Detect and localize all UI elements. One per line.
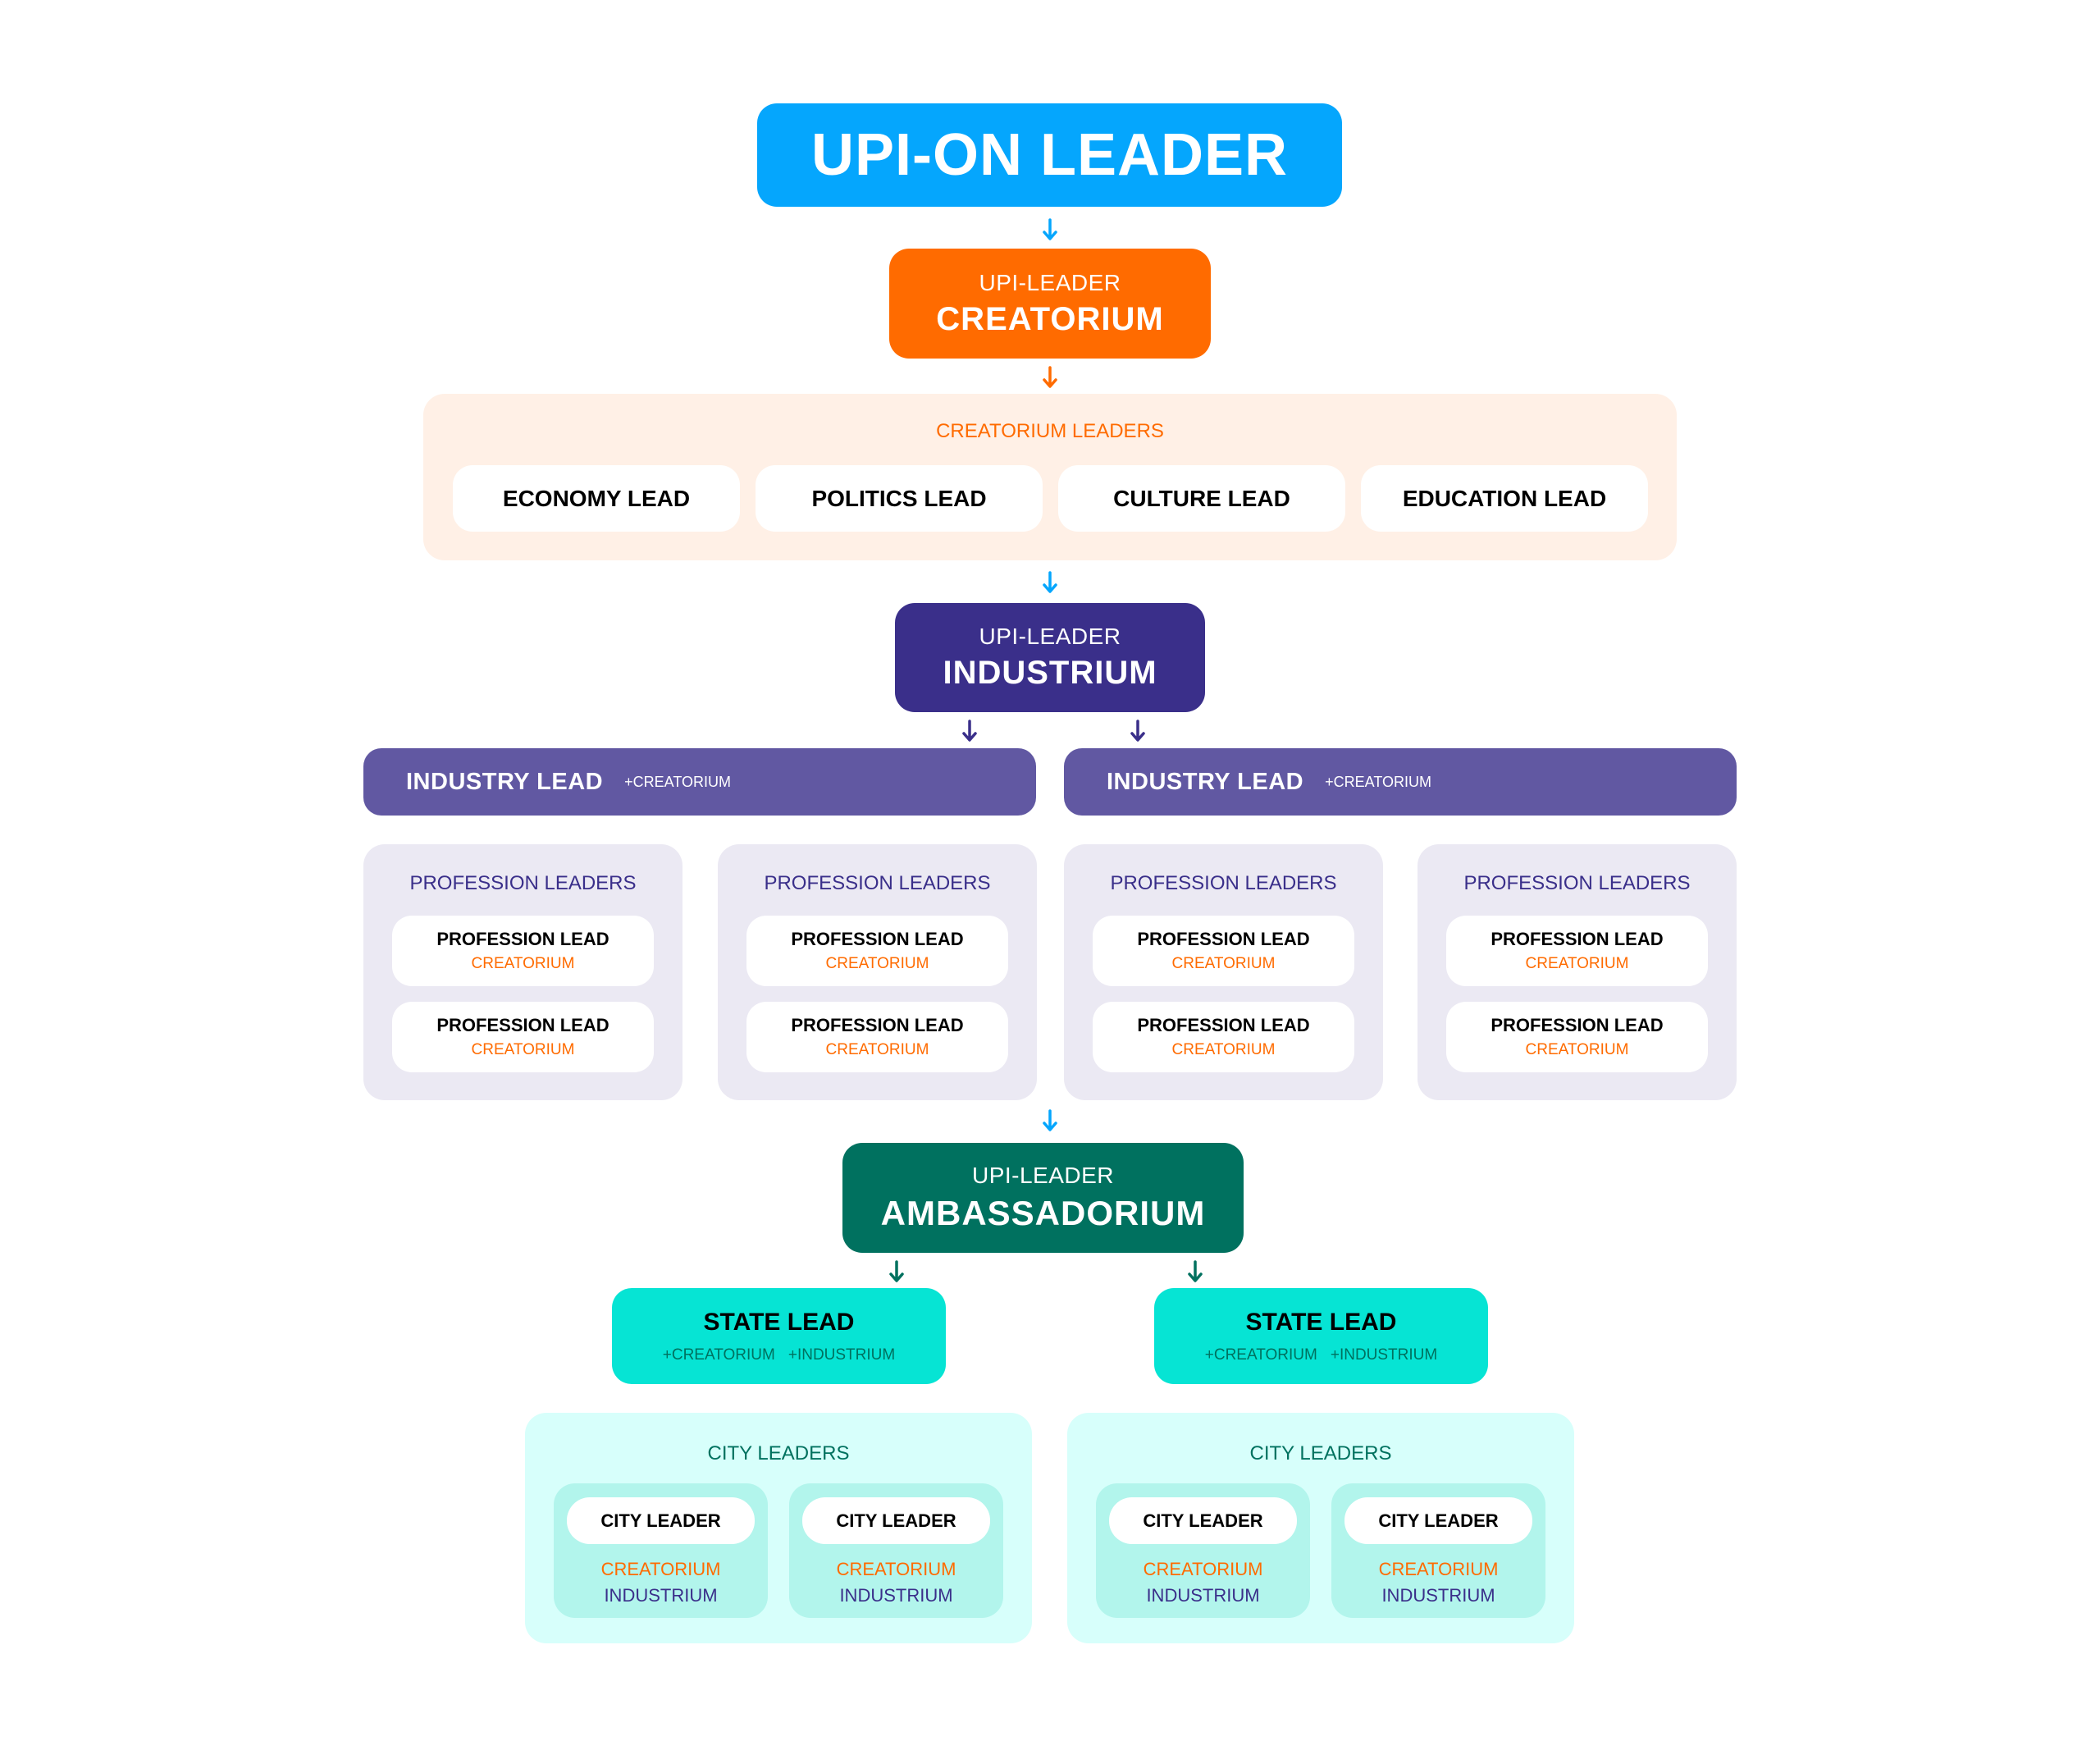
profession-lead-label: PROFESSION LEAD bbox=[1137, 929, 1310, 949]
arrow-down-icon bbox=[1043, 1109, 1057, 1131]
city-leader-creatorium-tag: CREATORIUM bbox=[1378, 1559, 1499, 1579]
profession-lead-tag: CREATORIUM bbox=[1525, 1041, 1629, 1058]
city-leader-card: CITY LEADER CREATORIUM INDUSTRIUM bbox=[789, 1483, 1003, 1618]
city-leader-industrium-tag: INDUSTRIUM bbox=[1146, 1585, 1260, 1606]
politics-lead-card: POLITICS LEAD bbox=[756, 465, 1043, 532]
city-leader-creatorium-tag: CREATORIUM bbox=[600, 1559, 721, 1579]
creatorium-title: CREATORIUM bbox=[936, 300, 1164, 337]
profession-leaders-panel: PROFESSION LEADERS PROFESSION LEAD CREAT… bbox=[718, 844, 1037, 1100]
economy-lead-label: ECONOMY LEAD bbox=[502, 485, 691, 511]
city-leader-creatorium-tag: CREATORIUM bbox=[1143, 1559, 1263, 1579]
creatorium-leaders-label: CREATORIUM LEADERS bbox=[936, 420, 1164, 442]
industrium-subtitle: UPI-LEADER bbox=[979, 624, 1121, 649]
state-lead-label: STATE LEAD bbox=[703, 1308, 855, 1336]
profession-lead-card: PROFESSION LEAD CREATORIUM bbox=[392, 1002, 654, 1072]
profession-lead-label: PROFESSION LEAD bbox=[436, 929, 609, 949]
city-leader-industrium-tag: INDUSTRIUM bbox=[1381, 1585, 1495, 1606]
ambassadorium-subtitle: UPI-LEADER bbox=[971, 1163, 1115, 1188]
profession-leaders-panel: PROFESSION LEADERS PROFESSION LEAD CREAT… bbox=[1064, 844, 1383, 1100]
city-leaders-panel: CITY LEADERS CITY LEADER CREATORIUM INDU… bbox=[1067, 1413, 1574, 1643]
profession-lead-label: PROFESSION LEAD bbox=[791, 1015, 964, 1035]
city-leader-label: CITY LEADER bbox=[567, 1497, 755, 1544]
profession-lead-label: PROFESSION LEAD bbox=[1491, 1015, 1664, 1035]
arrow-down-icon bbox=[962, 720, 977, 742]
state-lead-tag: +INDUSTRIUM bbox=[1330, 1346, 1438, 1364]
arrow-down-icon bbox=[1043, 218, 1057, 240]
arrow-down-icon bbox=[1130, 720, 1145, 742]
profession-lead-card: PROFESSION LEAD CREATORIUM bbox=[1093, 1002, 1354, 1072]
profession-lead-card: PROFESSION LEAD CREATORIUM bbox=[1446, 1002, 1708, 1072]
politics-lead-label: POLITICS LEAD bbox=[811, 485, 987, 511]
arrow-down-icon bbox=[1043, 571, 1057, 593]
ambassadorium-leader-box: UPI-LEADER AMBASSADORIUM bbox=[842, 1143, 1244, 1253]
profession-lead-label: PROFESSION LEAD bbox=[436, 1015, 609, 1035]
ambassadorium-title: AMBASSADORIUM bbox=[880, 1194, 1206, 1232]
industry-lead-bar: INDUSTRY LEAD +CREATORIUM bbox=[363, 748, 1036, 816]
profession-lead-label: PROFESSION LEAD bbox=[791, 929, 964, 949]
profession-lead-card: PROFESSION LEAD CREATORIUM bbox=[746, 916, 1008, 986]
city-leader-label: CITY LEADER bbox=[1344, 1497, 1532, 1544]
state-lead-box: STATE LEAD +CREATORIUM +INDUSTRIUM bbox=[1154, 1288, 1488, 1384]
state-lead-tags: +CREATORIUM +INDUSTRIUM bbox=[663, 1346, 895, 1364]
arrow-down-icon bbox=[889, 1260, 904, 1282]
city-leaders-label: CITY LEADERS bbox=[1249, 1442, 1392, 1464]
profession-lead-label: PROFESSION LEAD bbox=[1491, 929, 1664, 949]
industry-lead-tag: +CREATORIUM bbox=[1325, 773, 1431, 790]
industry-lead-label: INDUSTRY LEAD bbox=[406, 768, 604, 795]
profession-lead-card: PROFESSION LEAD CREATORIUM bbox=[392, 916, 654, 986]
industry-lead-tag: +CREATORIUM bbox=[624, 773, 731, 790]
profession-leaders-label: PROFESSION LEADERS bbox=[1463, 872, 1691, 894]
state-lead-tag: +INDUSTRIUM bbox=[788, 1346, 896, 1364]
state-lead-box: STATE LEAD +CREATORIUM +INDUSTRIUM bbox=[612, 1288, 946, 1384]
city-leader-industrium-tag: INDUSTRIUM bbox=[604, 1585, 718, 1606]
creatorium-leader-box: UPI-LEADER CREATORIUM bbox=[889, 249, 1211, 359]
industrium-leader-box: UPI-LEADER INDUSTRIUM bbox=[895, 603, 1205, 712]
city-leader-label: CITY LEADER bbox=[1109, 1497, 1297, 1544]
profession-lead-tag: CREATORIUM bbox=[471, 1041, 575, 1058]
upi-on-leader-box: UPI-ON LEADER bbox=[757, 103, 1342, 207]
city-leader-card: CITY LEADER CREATORIUM INDUSTRIUM bbox=[1096, 1483, 1310, 1618]
state-lead-tag: +CREATORIUM bbox=[662, 1346, 775, 1364]
industry-lead-bar: INDUSTRY LEAD +CREATORIUM bbox=[1064, 748, 1737, 816]
education-lead-label: EDUCATION LEAD bbox=[1402, 485, 1607, 511]
city-leader-creatorium-tag: CREATORIUM bbox=[836, 1559, 956, 1579]
profession-leaders-panel: PROFESSION LEADERS PROFESSION LEAD CREAT… bbox=[1418, 844, 1737, 1100]
state-lead-label: STATE LEAD bbox=[1245, 1308, 1397, 1336]
industrium-title: INDUSTRIUM bbox=[943, 655, 1157, 691]
arrow-down-icon bbox=[1043, 366, 1057, 388]
profession-leaders-label: PROFESSION LEADERS bbox=[409, 872, 637, 894]
city-leader-label: CITY LEADER bbox=[802, 1497, 990, 1544]
state-lead-tags: +CREATORIUM +INDUSTRIUM bbox=[1205, 1346, 1437, 1364]
profession-lead-card: PROFESSION LEAD CREATORIUM bbox=[1446, 916, 1708, 986]
culture-lead-card: CULTURE LEAD bbox=[1058, 465, 1345, 532]
profession-lead-tag: CREATORIUM bbox=[825, 1041, 929, 1058]
culture-lead-label: CULTURE LEAD bbox=[1113, 485, 1290, 511]
education-lead-card: EDUCATION LEAD bbox=[1361, 465, 1648, 532]
profession-lead-tag: CREATORIUM bbox=[825, 955, 929, 972]
creatorium-subtitle: UPI-LEADER bbox=[979, 269, 1121, 295]
creatorium-leaders-panel: CREATORIUM LEADERS ECONOMY LEAD POLITICS… bbox=[423, 394, 1677, 560]
city-leaders-label: CITY LEADERS bbox=[707, 1442, 850, 1464]
profession-lead-tag: CREATORIUM bbox=[1171, 955, 1276, 972]
profession-lead-tag: CREATORIUM bbox=[471, 955, 575, 972]
arrow-down-icon bbox=[1188, 1260, 1203, 1282]
industry-lead-label: INDUSTRY LEAD bbox=[1107, 768, 1304, 795]
state-lead-tag: +CREATORIUM bbox=[1204, 1346, 1317, 1364]
city-leader-card: CITY LEADER CREATORIUM INDUSTRIUM bbox=[554, 1483, 768, 1618]
profession-lead-card: PROFESSION LEAD CREATORIUM bbox=[1093, 916, 1354, 986]
city-leader-card: CITY LEADER CREATORIUM INDUSTRIUM bbox=[1331, 1483, 1545, 1618]
profession-lead-label: PROFESSION LEAD bbox=[1137, 1015, 1310, 1035]
upi-on-leader-title: UPI-ON LEADER bbox=[810, 122, 1289, 188]
profession-lead-card: PROFESSION LEAD CREATORIUM bbox=[746, 1002, 1008, 1072]
profession-lead-tag: CREATORIUM bbox=[1525, 955, 1629, 972]
city-leaders-panel: CITY LEADERS CITY LEADER CREATORIUM INDU… bbox=[525, 1413, 1032, 1643]
profession-leaders-label: PROFESSION LEADERS bbox=[1110, 872, 1337, 894]
profession-leaders-panel: PROFESSION LEADERS PROFESSION LEAD CREAT… bbox=[363, 844, 682, 1100]
economy-lead-card: ECONOMY LEAD bbox=[453, 465, 740, 532]
city-leader-industrium-tag: INDUSTRIUM bbox=[839, 1585, 953, 1606]
profession-lead-tag: CREATORIUM bbox=[1171, 1041, 1276, 1058]
profession-leaders-label: PROFESSION LEADERS bbox=[764, 872, 991, 894]
